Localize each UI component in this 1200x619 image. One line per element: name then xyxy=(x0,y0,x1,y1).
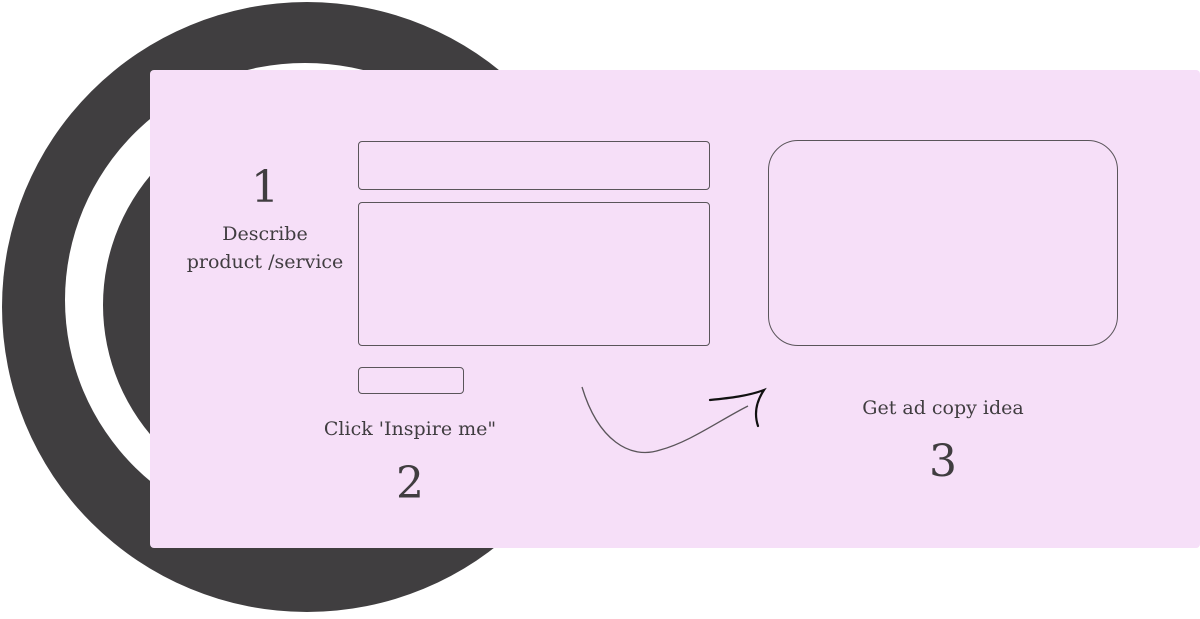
ad-copy-output-mock xyxy=(768,140,1118,346)
step-2-number: 2 xyxy=(396,458,424,509)
workflow-panel xyxy=(150,70,1200,548)
title-input-mock xyxy=(358,141,710,190)
step-1-label: Describe product /service xyxy=(170,220,360,276)
step-1-label-line2: product /service xyxy=(186,251,344,273)
step-3-number: 3 xyxy=(929,436,957,487)
step-2-label: Click 'Inspire me" xyxy=(323,418,497,440)
step-1-label-line1: Describe xyxy=(222,223,308,245)
step-3-label: Get ad copy idea xyxy=(862,397,1024,419)
step-1-number: 1 xyxy=(251,162,279,213)
inspire-button-mock xyxy=(358,367,464,394)
description-textarea-mock xyxy=(358,202,710,346)
